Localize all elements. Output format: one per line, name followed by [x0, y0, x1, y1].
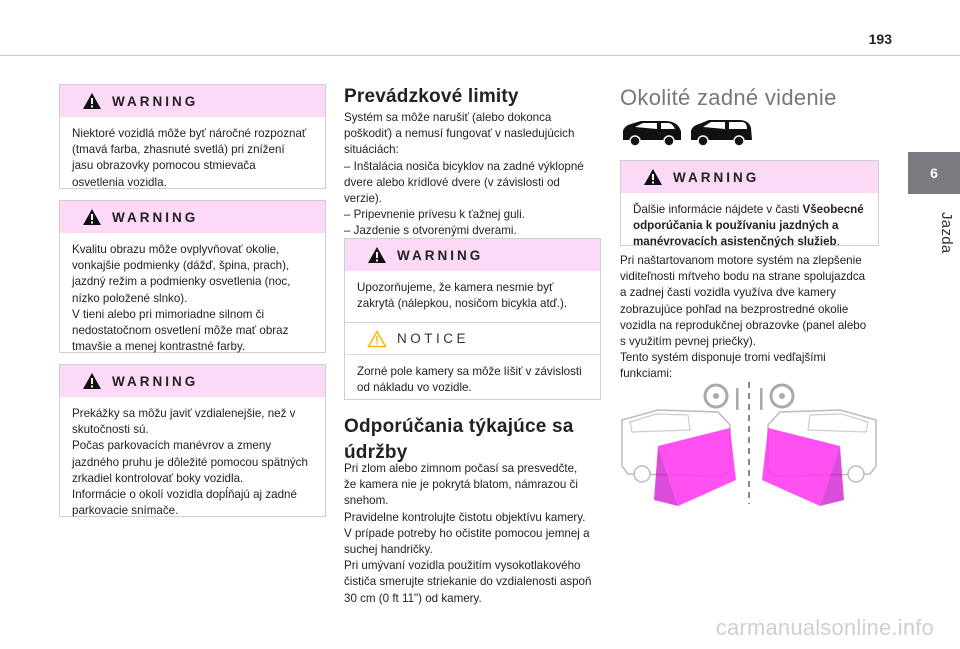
warning-header: WARNING	[621, 161, 878, 193]
section-reference[interactable]: Všeobecné odporúčania k používaniu jazdn…	[633, 203, 864, 249]
warning-box-info: WARNING Ďalšie informácie nájdete v čast…	[620, 160, 879, 248]
warning-box-1: WARNING Niektoré vozidlá môže byť náročn…	[59, 84, 326, 189]
warning-triangle-icon	[83, 93, 101, 109]
chapter-tab[interactable]: 6	[908, 152, 960, 194]
warning-triangle-icon	[83, 209, 101, 225]
warning-header: WARNING	[60, 365, 325, 397]
notice-header: NOTICE	[345, 323, 600, 355]
warning-title: WARNING	[112, 209, 199, 225]
notice-text: Zorné pole kamery sa môže líšiť v závisl…	[357, 365, 582, 395]
maintenance-text: Pri zlom alebo zimnom počasí sa presvedč…	[344, 462, 592, 605]
warning-text: Prekážky sa môžu javiť vzdialenejšie, ne…	[72, 407, 308, 518]
warning-title: WARNING	[112, 93, 199, 109]
chapter-number: 6	[930, 165, 938, 181]
warning-triangle-icon	[368, 247, 386, 263]
limits-title: Prevádzkové limity	[344, 86, 519, 107]
warning-title: WARNING	[397, 247, 484, 263]
warning-header: WARNING	[60, 85, 325, 117]
warning-text: Upozorňujeme, že kamera nesmie byť zakry…	[357, 281, 568, 311]
vehicle-silhouettes-icon	[623, 120, 752, 147]
warning-header: WARNING	[345, 239, 600, 271]
limits-text: Systém sa môže narušiť (alebo dokonca po…	[344, 111, 584, 238]
rear-view-camera-diagram	[621, 382, 877, 506]
warning-triangle-icon	[83, 373, 101, 389]
system-description: Pri naštartovanom motore systém na zlepš…	[620, 254, 867, 381]
warning-box-2: WARNING Kvalitu obrazu môže ovplyvňovať …	[59, 200, 326, 353]
warning-title: WARNING	[112, 373, 199, 389]
watermark: carmanualsonline.info	[715, 615, 934, 640]
notice-box: NOTICE Zorné pole kamery sa môže líšiť v…	[344, 322, 601, 400]
notice-title: NOTICE	[397, 331, 470, 346]
warning-title: WARNING	[673, 169, 760, 185]
warning-text: Ďalšie informácie nájdete v časti Všeobe…	[633, 203, 864, 249]
warning-text: Niektoré vozidlá môže byť náročné rozpoz…	[72, 127, 307, 189]
section-title: Okolité zadné videnie	[620, 85, 837, 110]
notice-triangle-icon	[367, 329, 387, 347]
chapter-label: Jazda	[938, 212, 955, 254]
header-divider	[0, 55, 960, 56]
warning-triangle-icon	[644, 169, 662, 185]
warning-text: Kvalitu obrazu môže ovplyvňovať okolie, …	[72, 243, 291, 354]
warning-header: WARNING	[60, 201, 325, 233]
warning-box-camera: WARNING Upozorňujeme, že kamera nesmie b…	[344, 238, 601, 323]
warning-box-3: WARNING Prekážky sa môžu javiť vzdialene…	[59, 364, 326, 517]
page-number: 193	[868, 31, 892, 47]
